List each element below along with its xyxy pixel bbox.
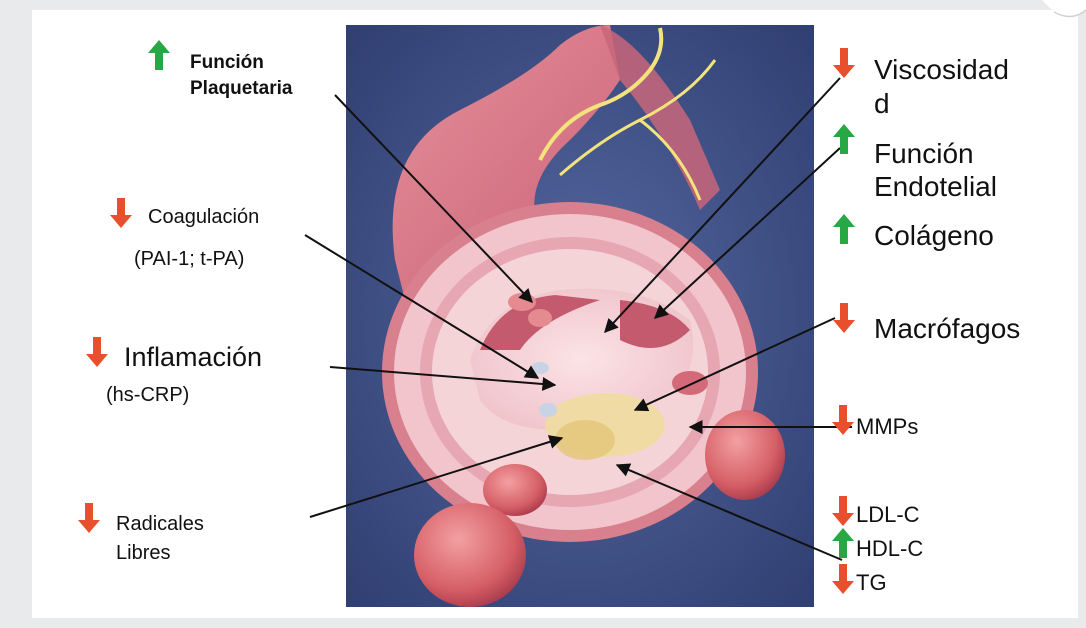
arrow-down-icon [832,564,854,594]
label-viscosidad-line1: Viscosidad [874,54,1009,86]
arrow-down-icon [78,503,100,533]
label-ldl-c: LDL-C [856,502,920,527]
arrow-down-icon [833,48,855,78]
arrow-down-icon [832,405,854,435]
label-colageno: Colágeno [874,220,994,252]
arrow-down-icon [833,303,855,333]
red-blood-cell [414,503,526,607]
label-funcion-plaquetaria-line1: Función [190,52,264,74]
label-radicales-line1: Radicales [116,513,204,536]
arrow-down-icon [110,198,132,228]
arrow-up-icon [833,124,855,154]
red-blood-cell [705,410,785,500]
label-funcion-plaquetaria-line2: Plaquetaria [190,78,292,100]
label-macrofagos: Macrófagos [874,313,1020,345]
arrow-up-icon [148,40,170,70]
label-funcion-endotelial-line1: Función [874,138,974,170]
label-hdl-c: HDL-C [856,536,923,561]
label-coagulacion-line1: Coagulación [148,206,259,229]
label-mmps: MMPs [856,414,918,439]
arrow-up-icon [832,528,854,558]
label-tg: TG [856,570,887,595]
label-inflamacion-line2: (hs-CRP) [106,384,189,407]
label-funcion-endotelial-line2: Endotelial [874,171,997,203]
label-radicales-line2: Libres [116,542,170,565]
label-inflamacion-line1: Inflamación [124,342,262,373]
arrow-down-icon [832,496,854,526]
platelet [528,309,552,327]
arrow-up-icon [833,214,855,244]
label-coagulacion-line2: (PAI-1; t-PA) [134,248,244,271]
arrow-down-icon [86,337,108,367]
label-viscosidad-line2: d [874,88,890,120]
